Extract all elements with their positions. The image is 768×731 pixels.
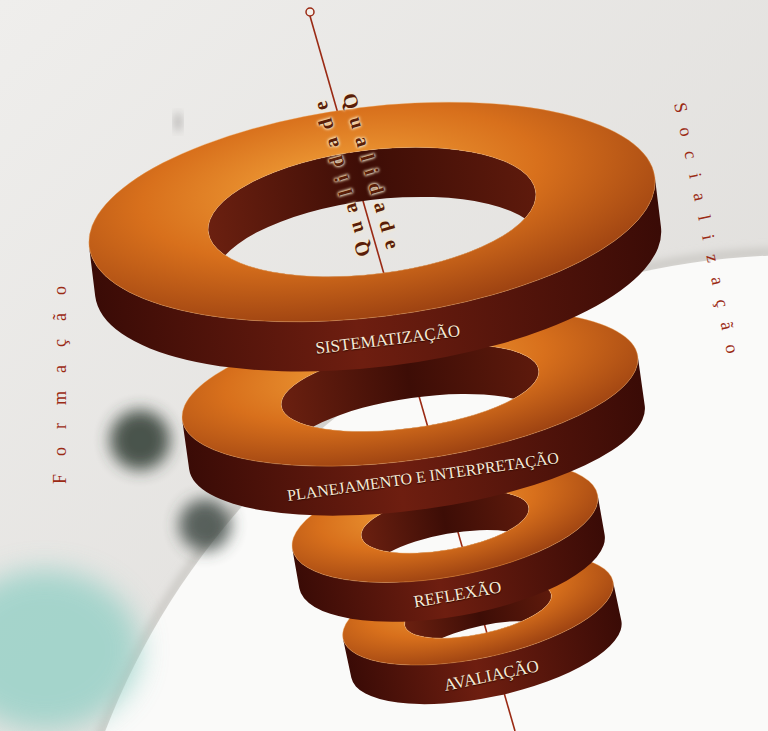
ring-shape <box>81 67 663 407</box>
teal-blur <box>0 570 140 730</box>
ring-face <box>172 285 648 492</box>
smudge <box>174 112 182 132</box>
ring-band: SISTEMATIZAÇÃO <box>81 67 663 407</box>
dark-sphere <box>179 499 231 551</box>
dark-sphere <box>110 410 170 470</box>
ring-face <box>283 441 607 603</box>
ring-face <box>76 73 667 351</box>
axis-label: Formação <box>51 268 69 502</box>
side-label-holder: Formação <box>51 268 70 502</box>
ring-face <box>333 534 623 685</box>
ring-group <box>333 534 631 724</box>
axis-end-dot <box>306 8 314 16</box>
